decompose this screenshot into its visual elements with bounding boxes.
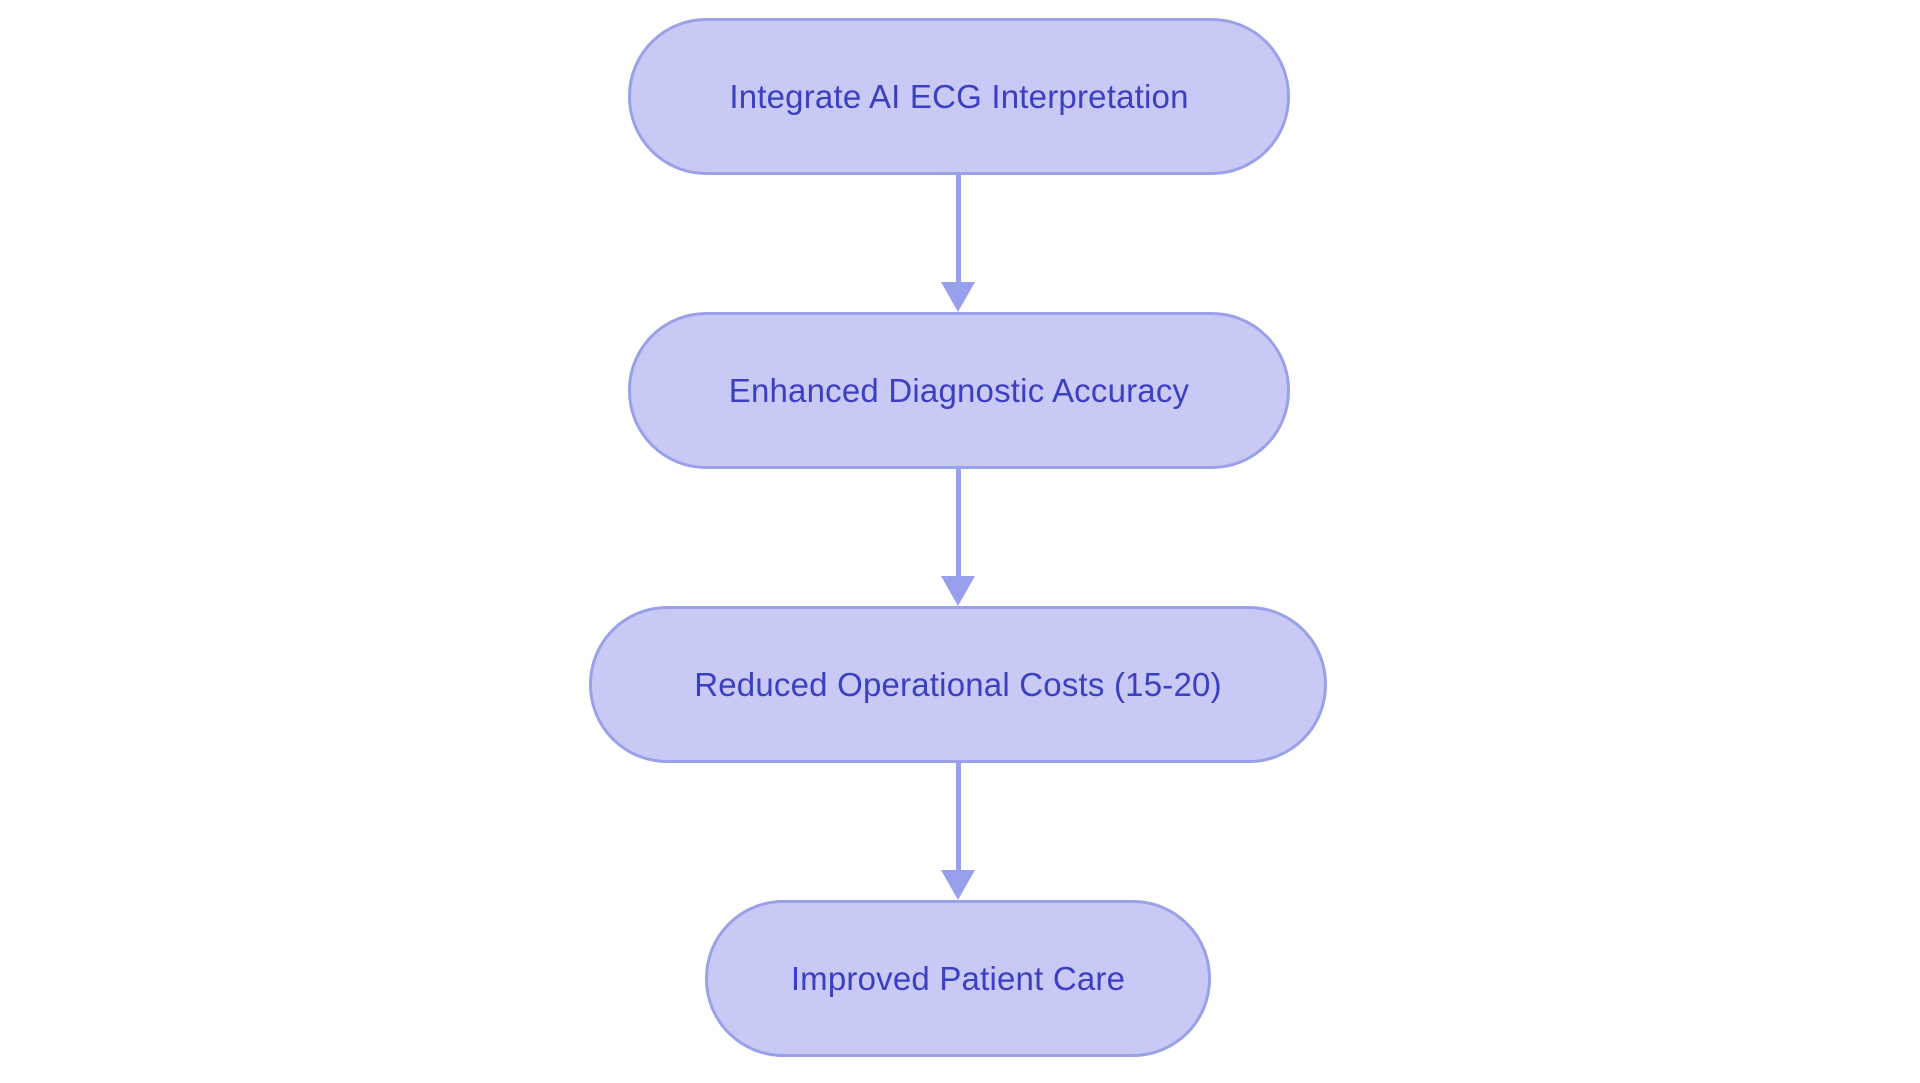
arrowhead-icon [941,282,975,312]
arrow-shaft [955,763,961,870]
node-label: Integrate AI ECG Interpretation [729,77,1189,115]
down-arrow-3 [941,763,975,900]
arrow-shaft [955,175,961,282]
arrowhead-icon [941,576,975,606]
node-integrate-ai-ecg-interpretation: Integrate AI ECG Interpretation [628,18,1290,175]
node-reduced-operational-costs: Reduced Operational Costs (15-20) [589,606,1327,763]
node-enhanced-diagnostic-accuracy: Enhanced Diagnostic Accuracy [628,312,1290,469]
down-arrow-1 [941,175,975,312]
node-label: Enhanced Diagnostic Accuracy [728,371,1190,409]
node-improved-patient-care: Improved Patient Care [705,900,1211,1057]
down-arrow-2 [941,469,975,606]
node-label: Improved Patient Care [790,959,1126,997]
arrowhead-icon [941,870,975,900]
node-label: Reduced Operational Costs (15-20) [694,665,1222,703]
arrow-shaft [955,469,961,576]
